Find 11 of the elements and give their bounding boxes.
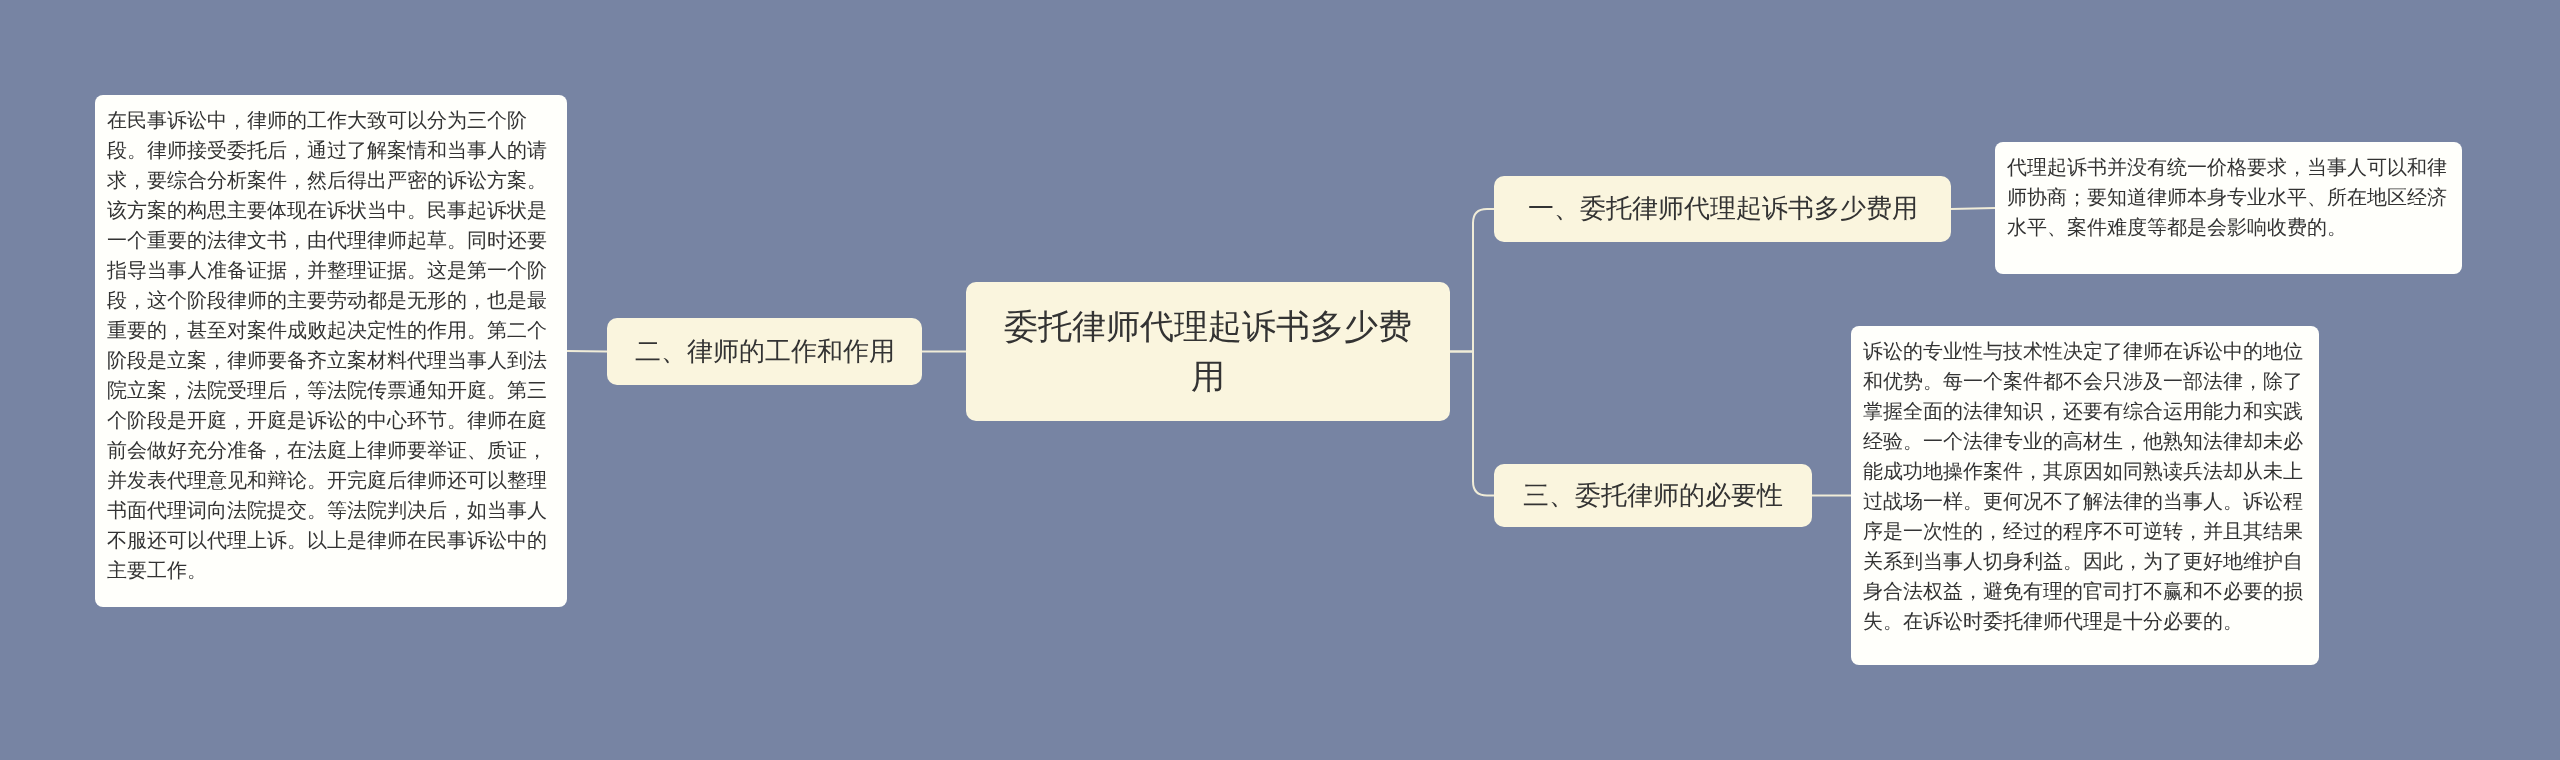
branch-topic-box: 二、律师的工作和作用 bbox=[607, 318, 922, 385]
branch-topic-box: 一、委托律师代理起诉书多少费用 bbox=[1494, 176, 1951, 242]
note-box: 代理起诉书并没有统一价格要求，当事人可以和律师协商；要知道律师本身专业水平、所在地区经济水平、案件难度等都是会影响收费的。 bbox=[1995, 142, 2462, 274]
connector-line bbox=[1950, 207, 1996, 210]
branch-topic-box: 三、委托律师的必要性 bbox=[1494, 464, 1812, 527]
central-topic-box: 委托律师代理起诉书多少费用 bbox=[966, 282, 1450, 421]
connector-line bbox=[1811, 494, 1852, 497]
connector-line bbox=[921, 350, 967, 353]
note-box: 在民事诉讼中，律师的工作大致可以分为三个阶段。律师接受委托后，通过了解案情和当事人的请求，要综合分析案件，然后得出严密的诉讼方案。该方案的构思主要体现在诉状当中。民事起诉状是一个重要的法律文书，由代理律师起草。同时还要指导当事人准备证据，并整理证据。这是第一个阶段，这个阶段律师的主要劳动都是无形的，也是最重要的，甚至对案件成败起决定性的作用。第二个阶段是立案，律师要备齐立案材料代理当事人到法院立案，法院受理后，等法院传票通知开庭。第三个阶段是开庭，开庭是诉讼的中心环节。律师在庭前会做好充分准备，在法庭上律师要举证、质证，并发表代理意见和辩论。开完庭后律师还可以整理书面代理词向法院提交。等法院判决后，如当事人不服还可以代理上诉。以上是律师在民事诉讼中的主要工作。 bbox=[95, 95, 567, 607]
note-box: 诉讼的专业性与技术性决定了律师在诉讼中的地位和优势。每一个案件都不会只涉及一部法律，除了掌握全面的法律知识，还要有综合运用能力和实践经验。一个法律专业的高材生，他熟知法律却未必能成功地操作案件，其原因如同熟读兵法却从未上过战场一样。更何况不了解法律的当事人。诉讼程序是一次性的，经过的程序不可逆转，并且其结果关系到当事人切身利益。因此，为了更好地维护自身合法权益，避免有理的官司打不赢和不必要的损失。在诉讼时委托律师代理是十分必要的。 bbox=[1851, 326, 2319, 665]
connector-line bbox=[566, 350, 608, 353]
